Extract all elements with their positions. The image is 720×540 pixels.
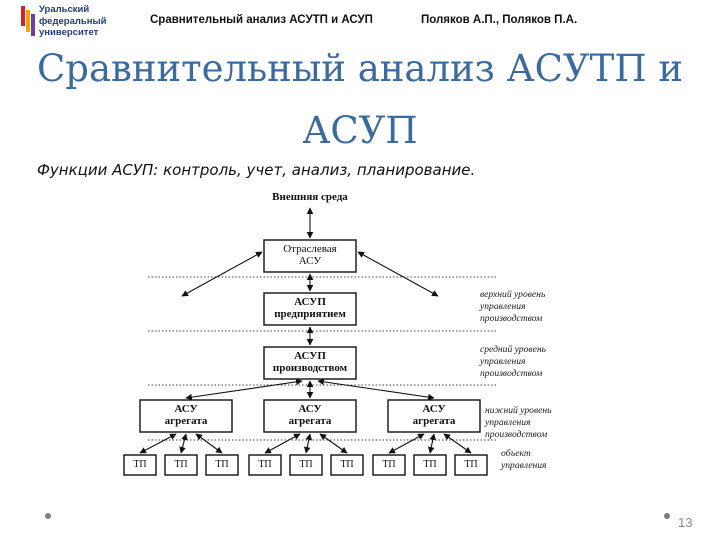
header-authors: Поляков А.П., Поляков П.А. — [421, 14, 578, 26]
page-number: 13 — [678, 515, 693, 530]
diagram-boxes — [123, 239, 488, 476]
production-asup-label: АСУП производством — [272, 350, 348, 374]
aggregate-asu-label: АСУ агрегата — [288, 403, 332, 427]
tp-label: ТП — [215, 459, 229, 470]
logo-text: Уральский федеральный университет — [39, 4, 107, 38]
external-environment-label: Внешняя среда — [272, 191, 348, 203]
asup-hierarchy-diagram: Внешняя среда Отраслевая АСУ АСУП предпр… — [120, 186, 580, 478]
aggregate-asu-label: АСУ агрегата — [412, 403, 456, 427]
level-label-top: верхний уровень управления производством — [480, 289, 546, 324]
level-label-object: объект управления — [501, 448, 547, 471]
tp-label: ТП — [423, 459, 437, 470]
level-label-middle: средний уровень управления производством — [480, 344, 546, 379]
logo-mark-icon — [21, 6, 35, 36]
slide-title: Сравнительный анализ АСУТП и АСУП — [36, 47, 684, 152]
footer-dot-left — [45, 513, 51, 519]
header-topic: Сравнительный анализ АСУТП и АСУП — [150, 14, 373, 26]
level-label-bottom: нижний уровень управления производством — [485, 405, 552, 440]
tp-label: ТП — [258, 459, 272, 470]
tp-label: ТП — [299, 459, 313, 470]
footer-dot-right — [664, 513, 670, 519]
tp-label: ТП — [464, 459, 478, 470]
university-logo: Уральский федеральный университет — [20, 4, 132, 40]
diagram-arrows — [139, 207, 472, 454]
tp-label: ТП — [133, 459, 147, 470]
diagram-graphics — [123, 207, 498, 476]
industry-asu-label: Отраслевая АСУ — [283, 243, 337, 267]
slide-subtitle: Функции АСУП: контроль, учет, анализ, пл… — [37, 161, 476, 179]
tp-label: ТП — [174, 459, 188, 470]
tp-label: ТП — [340, 459, 354, 470]
enterprise-asup-label: АСУП предприятием — [274, 296, 346, 320]
tp-label: ТП — [382, 459, 396, 470]
aggregate-asu-label: АСУ агрегата — [164, 403, 208, 427]
